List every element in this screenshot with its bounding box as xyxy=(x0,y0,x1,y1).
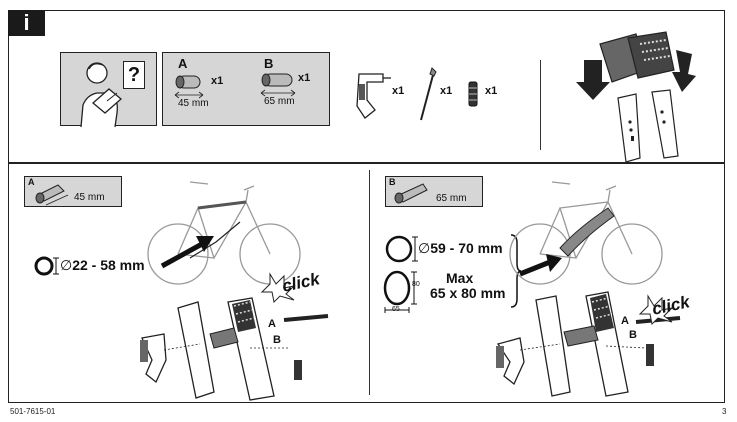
pointer-arrow-icon xyxy=(519,254,562,277)
spacer-b-icon xyxy=(261,73,293,87)
bracket-count: x1 xyxy=(392,85,405,97)
right-a-marker: A xyxy=(621,315,629,327)
left-mount-illustration xyxy=(140,297,329,401)
doc-number: 501-7615-01 xyxy=(10,407,56,416)
left-diameter-range: 22 - 58 mm xyxy=(72,257,145,273)
page-number: 3 xyxy=(722,407,727,416)
kit-a-label: A xyxy=(178,56,188,71)
spacer-nut-icon xyxy=(468,81,478,107)
instruction-frame xyxy=(8,10,725,403)
spacer-a-icon xyxy=(175,75,201,89)
read-manual-box: ? xyxy=(60,52,157,128)
oval-height-label: 80 xyxy=(412,281,420,288)
kit-b-length: 65 mm xyxy=(264,96,295,107)
left-a-marker: A xyxy=(268,318,276,330)
max-dims: 65 x 80 mm xyxy=(430,285,506,301)
left-spacer-length: 45 mm xyxy=(74,192,105,203)
oval-width-label: 65 xyxy=(392,306,400,313)
right-mount-illustration xyxy=(496,291,681,397)
kit-b-count: x1 xyxy=(298,72,311,84)
diameter-symbol: ∅ xyxy=(418,240,431,256)
tube-diameter-icon xyxy=(34,256,59,276)
left-b-marker: B xyxy=(273,334,281,346)
kit-a-count: x1 xyxy=(211,75,224,87)
person-reading-icon xyxy=(80,62,123,128)
top-vertical-divider xyxy=(540,60,542,150)
question-mark-icon: ? xyxy=(123,61,145,89)
right-b-marker: B xyxy=(629,329,637,341)
spacer-a-icon xyxy=(35,184,69,206)
click-burst-icon xyxy=(638,294,674,326)
tube-diameter-icon xyxy=(385,235,418,263)
clamp-assembly-illustration xyxy=(576,31,696,163)
pointer-arrow-icon xyxy=(160,236,214,269)
kit-a-length: 45 mm xyxy=(178,98,209,109)
oval-tube-icon xyxy=(383,270,417,313)
left-diameter-text: ∅22 - 58 mm xyxy=(60,257,145,274)
right-spacer-letter: B xyxy=(389,177,396,187)
right-diameter-range: 59 - 70 mm xyxy=(430,240,503,256)
bolt-count: x1 xyxy=(440,85,453,97)
info-badge: i xyxy=(8,10,45,36)
horizontal-divider xyxy=(8,162,725,164)
bolt-icon xyxy=(420,67,437,121)
length-arrow-icon xyxy=(260,89,296,97)
spacer-kit-box xyxy=(162,52,330,126)
bracket-icon xyxy=(356,73,391,119)
right-spacer-length: 65 mm xyxy=(436,193,467,204)
spacer-b-icon xyxy=(394,183,428,204)
diameter-symbol: ∅ xyxy=(60,257,73,273)
bike-frame-illustration xyxy=(509,181,663,285)
kit-b-label: B xyxy=(264,56,274,71)
bottom-vertical-divider xyxy=(369,170,371,395)
right-diameter-text: ∅59 - 70 mm xyxy=(418,240,503,257)
spacer-nut-count: x1 xyxy=(485,85,498,97)
length-arrow-icon xyxy=(174,91,204,99)
click-burst-icon xyxy=(260,272,296,304)
left-spacer-letter: A xyxy=(28,177,35,187)
max-label: Max xyxy=(446,270,474,286)
